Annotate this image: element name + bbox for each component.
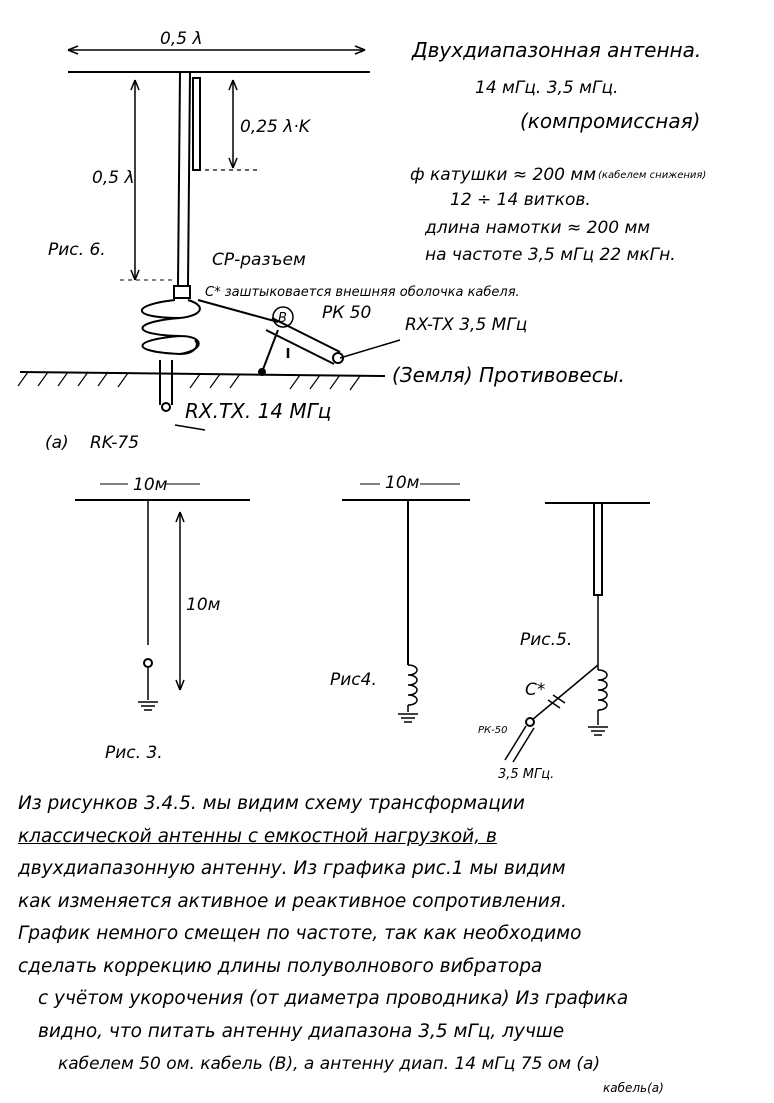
fig4-caption: Рис4. (330, 670, 377, 690)
paragraph-line: видно, что питать антенну диапазона 3,5 … (38, 1020, 565, 1042)
spec-coil-diameter: ф катушки ≈ 200 мм (410, 165, 596, 185)
paragraph-line: Из рисунков 3.4.5. мы видим схему трансф… (18, 793, 525, 814)
fig3-caption: Рис. 3. (105, 743, 163, 763)
fig4-antenna (342, 483, 470, 723)
fig4-top-label: 10м (385, 473, 420, 493)
fig3-height-label: 10м (186, 595, 221, 615)
title-line3: (компромиссная) (520, 109, 700, 133)
fig6-marker-b: В (278, 311, 287, 326)
fig6-rxtx-14: RX.TX. 14 МГц (185, 399, 331, 423)
paragraph-line: кабель(а) (603, 1080, 664, 1095)
paragraph-line: кабелем 50 ом. кабель (В), а антенну диа… (58, 1054, 601, 1074)
fig5-freq-label: 3,5 МГц. (498, 767, 554, 782)
paragraph-line: с учётом укорочения (от диаметра проводн… (38, 988, 629, 1009)
fig6-capacitor-note: С* заштыковается внешняя оболочка кабеля… (205, 285, 520, 300)
explanation-text: Из рисунков 3.4.5. мы видим схему трансф… (18, 788, 768, 1095)
fig6-vertical-dimension: 0,5 λ (92, 168, 135, 188)
paragraph-line: сделать коррекцию длины полуволнового ви… (18, 955, 543, 977)
paragraph-line: График немного смещен по частоте, так ка… (18, 923, 582, 944)
fig5-capacitor-label: С* (525, 680, 545, 700)
title-line1: Двухдиапазонная антенна. (411, 38, 701, 62)
fig6-connector-label: СР-разъем (212, 250, 306, 270)
paragraph-line: классической антенны с емкостной нагрузк… (18, 825, 497, 847)
fig6-stub-dimension: 0,25 λ·K (240, 117, 312, 137)
paragraph-line: двухдиапазонную антенну. Из графика рис.… (18, 858, 566, 879)
fig6-rxtx-35: RX-TX 3,5 МГц (405, 315, 527, 335)
fig6-ground-label: (Земля) Противовесы. (392, 363, 625, 387)
spec-cable-note: (кабелем снижения) (598, 169, 706, 181)
spec-turns: 12 ÷ 14 витков. (450, 190, 591, 210)
fig3-top-label: 10м (133, 475, 168, 495)
fig6-cable-b: РК 50 (322, 303, 371, 323)
paragraph-line: как изменяется активное и реактивное соп… (18, 890, 567, 912)
fig5-cable-label: РК-50 (478, 725, 507, 736)
title-line2: 14 мГц. 3,5 мГц. (475, 78, 618, 98)
fig6-top-dimension: 0,5 λ (160, 29, 203, 49)
fig5-antenna (504, 502, 650, 763)
fig6-antenna (17, 45, 401, 431)
spec-inductance: на частоте 3,5 мГц 22 мкГн. (425, 245, 676, 265)
fig6-caption: Рис. 6. (48, 240, 106, 260)
spec-winding-length: длина намотки ≈ 200 мм (424, 218, 650, 238)
fig3-antenna (75, 483, 250, 711)
fig6-cable-a: RK-75 (90, 433, 139, 453)
fig5-caption: Рис.5. (520, 630, 572, 650)
fig6-marker-a: (а) (45, 433, 69, 453)
